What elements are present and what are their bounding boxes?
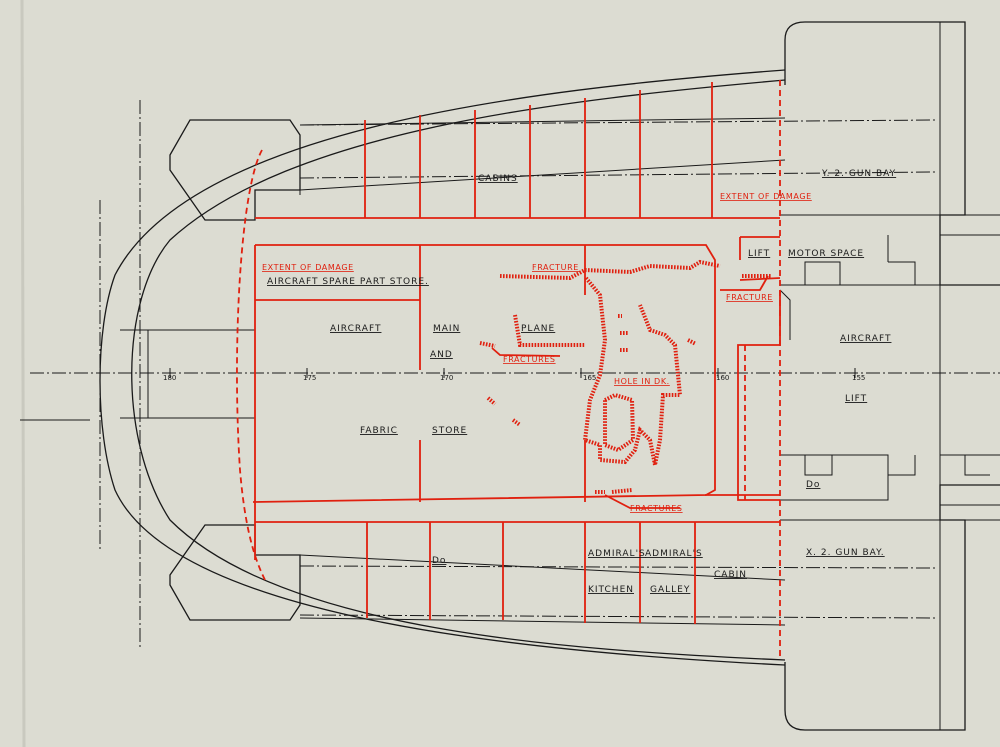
label-cabin: CABIN [714,570,747,580]
label-extent-of-damage-right: EXTENT OF DAMAGE [720,192,812,201]
paper-fold [20,0,26,747]
label-ditto-bottom: Do [432,556,446,566]
frame-number: 160 [716,374,729,382]
fracture-marks [479,259,772,494]
label-main: MAIN [433,324,460,334]
label-and: AND [430,350,453,360]
label-lift: LIFT [748,249,770,259]
frame-number: 155 [852,374,865,382]
label-fracture-right: FRACTURE [726,293,773,302]
label-admirals-kitchen: ADMIRAL'S [588,549,646,559]
label-aircraft-spare-part-store: AIRCRAFT SPARE PART STORE. [267,277,429,287]
label-kitchen: KITCHEN [588,585,634,595]
label-ditto-right: Do [806,480,820,490]
dimension-lines [99,100,936,650]
frame-number: 175 [303,374,316,382]
label-aircraft-left: AIRCRAFT [330,324,381,334]
label-lift-right: LIFT [845,394,867,404]
label-fracture-top: FRACTURE [532,263,579,272]
leader-lines [491,275,769,509]
label-plane: PLANE [521,324,555,334]
label-aircraft-right: AIRCRAFT [840,334,891,344]
label-fractures-bottom: FRACTURES [630,504,683,513]
frame-ticks [169,368,856,378]
label-admirals-galley: ADMIRAL'S [645,549,703,559]
label-galley: GALLEY [650,585,690,595]
label-extent-of-damage-left: EXTENT OF DAMAGE [262,263,354,272]
damage-overlay [236,80,781,660]
frame-number: 180 [163,374,176,382]
label-cabins: CABINS [478,174,518,184]
label-fractures-mid: FRACTURES [503,355,556,364]
label-store: STORE [432,426,467,436]
frame-number: 170 [440,374,453,382]
frame-number: 165 [583,374,596,382]
label-motor-space: MOTOR SPACE [788,249,864,259]
label-y2-gun-bay: Y. 2. GUN BAY [821,169,896,179]
label-fabric: FABRIC [360,426,398,436]
label-x2-gun-bay: X. 2. GUN BAY. [806,548,885,558]
label-hole-in-deck: HOLE IN DK. [614,377,670,386]
